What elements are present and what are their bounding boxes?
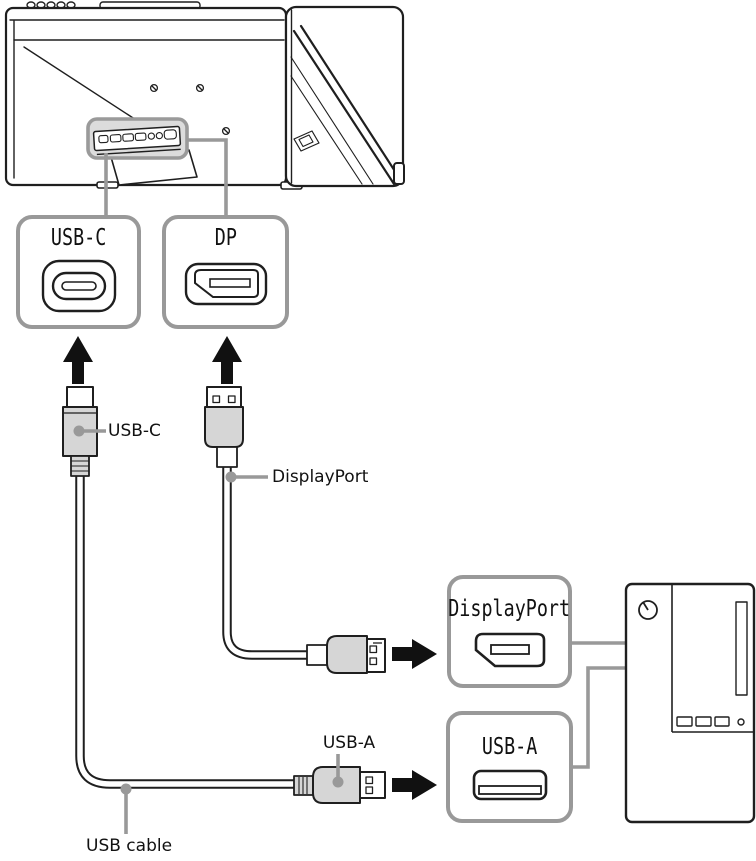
usb-a-connector-label: USB-A — [322, 733, 376, 753]
up-arrow-dp-icon — [212, 336, 242, 384]
front-panel-ports — [676, 716, 745, 727]
usb-cable-label: USB cable — [86, 836, 173, 856]
cable-callout-leaders — [73, 425, 344, 834]
displayport-port-icon — [474, 632, 545, 668]
pc-usb-a-box-label: USB-A — [481, 734, 538, 760]
usb-c-box-label: USB-C — [50, 225, 107, 251]
usb-c-connector-label: USB-C — [108, 421, 161, 441]
right-arrow-usb-a-icon — [392, 770, 437, 800]
monitor-stand-panel — [284, 5, 405, 188]
callout-line-dp-box — [186, 138, 228, 217]
callout-dot-usb-a — [332, 776, 344, 788]
displayport-connector-label: DisplayPort — [272, 467, 369, 487]
connector-line-usb-a-to-pc — [572, 666, 626, 769]
callout-dot-displayport — [225, 471, 237, 483]
monitor-dp-callout-box: DP — [162, 215, 289, 329]
displayport-cable — [222, 466, 308, 660]
pc-displayport-box-label: DisplayPort — [448, 596, 571, 622]
usb-c-connector — [62, 386, 98, 477]
callout-dot-usb-cable — [120, 783, 132, 795]
power-button-icon — [638, 600, 658, 620]
pc-usb-a-callout-box: USB-A — [446, 711, 573, 823]
usb-cable — [75, 476, 296, 789]
computer-tower — [624, 582, 756, 824]
monitor-illustration — [4, 1, 405, 190]
up-arrow-usb-c-icon — [63, 336, 93, 384]
monitor-port-panel — [86, 117, 189, 160]
displayport-port-icon — [184, 263, 267, 306]
usb-a-port-icon — [472, 769, 547, 801]
usb-c-port-icon — [41, 260, 116, 313]
right-arrow-displayport-icon — [392, 639, 437, 669]
monitor-usb-c-callout-box: USB-C — [16, 215, 141, 329]
drive-bay-slot — [735, 601, 748, 696]
dp-box-label: DP — [214, 225, 237, 251]
callout-dot-usb-c — [73, 425, 85, 437]
displayport-connector-monitor-end — [204, 386, 244, 468]
pc-displayport-callout-box: DisplayPort — [447, 575, 572, 688]
displayport-connector-pc-end — [306, 635, 386, 674]
